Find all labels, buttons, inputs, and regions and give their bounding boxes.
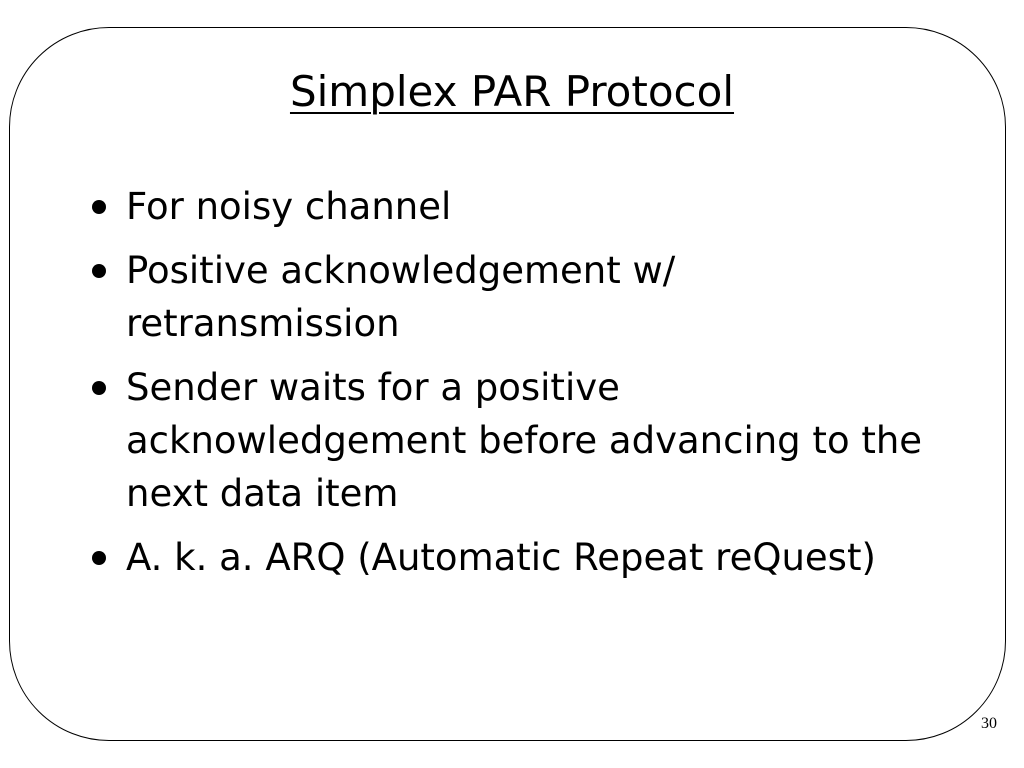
slide-title-text: Simplex PAR Protocol xyxy=(289,67,735,116)
bullet-dot-icon xyxy=(92,200,106,214)
bullet-item: Positive acknowledgement w/ retransmissi… xyxy=(88,244,928,350)
bullet-text: Sender waits for a positive acknowledgem… xyxy=(126,366,923,515)
bullet-text: A. k. a. ARQ (Automatic Repeat reQuest) xyxy=(126,536,876,579)
bullet-dot-icon xyxy=(92,264,106,278)
slide-title: Simplex PAR Protocol xyxy=(0,64,1024,120)
page-number: 30 xyxy=(981,715,997,732)
bullet-item: A. k. a. ARQ (Automatic Repeat reQuest) xyxy=(88,531,928,584)
bullet-text: For noisy channel xyxy=(126,185,452,228)
bullet-item: For noisy channel xyxy=(88,180,928,233)
bullet-dot-icon xyxy=(92,381,106,395)
slide-frame xyxy=(9,27,1006,741)
bullet-text: Positive acknowledgement w/ retransmissi… xyxy=(126,249,676,345)
bullet-item: Sender waits for a positive acknowledgem… xyxy=(88,361,928,520)
bullet-dot-icon xyxy=(92,551,106,565)
bullet-list: For noisy channel Positive acknowledgeme… xyxy=(88,180,928,595)
